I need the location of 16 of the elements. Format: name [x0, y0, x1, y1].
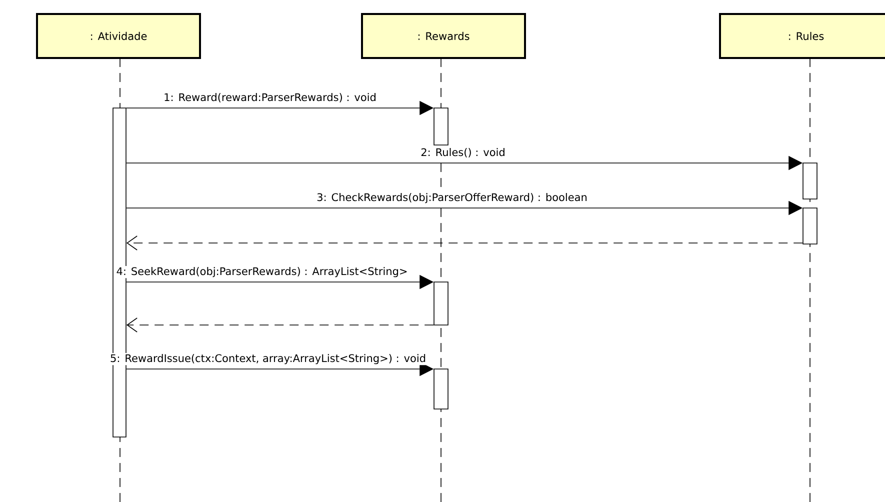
activation-bar: [112, 108, 126, 438]
activation-bar: [434, 108, 448, 146]
message-arrow: [126, 236, 803, 250]
object-box: : Rewards: [361, 13, 526, 59]
activation-bar: [434, 282, 448, 326]
object-box: : Rules: [719, 13, 885, 59]
activation-bar: [802, 208, 818, 244]
message-label: 4: SeekReward(obj:ParserRewards) : ArrayList<String>: [115, 266, 409, 278]
message-label: 5: RewardIssue(ctx:Context, array:ArrayList<String>) : void: [109, 353, 427, 366]
message-arrow: [126, 318, 434, 332]
activation-bar: [802, 162, 818, 200]
message-label: 1: Reward(reward:ParserRewards) : void: [162, 92, 378, 104]
message-label: 2: Rules() : void: [420, 147, 506, 158]
activation-bar: [434, 368, 448, 410]
object-box: : Atividade: [36, 13, 201, 59]
message-label: 3: CheckRewards(obj:ParserOfferReward) : boolean: [316, 192, 588, 204]
